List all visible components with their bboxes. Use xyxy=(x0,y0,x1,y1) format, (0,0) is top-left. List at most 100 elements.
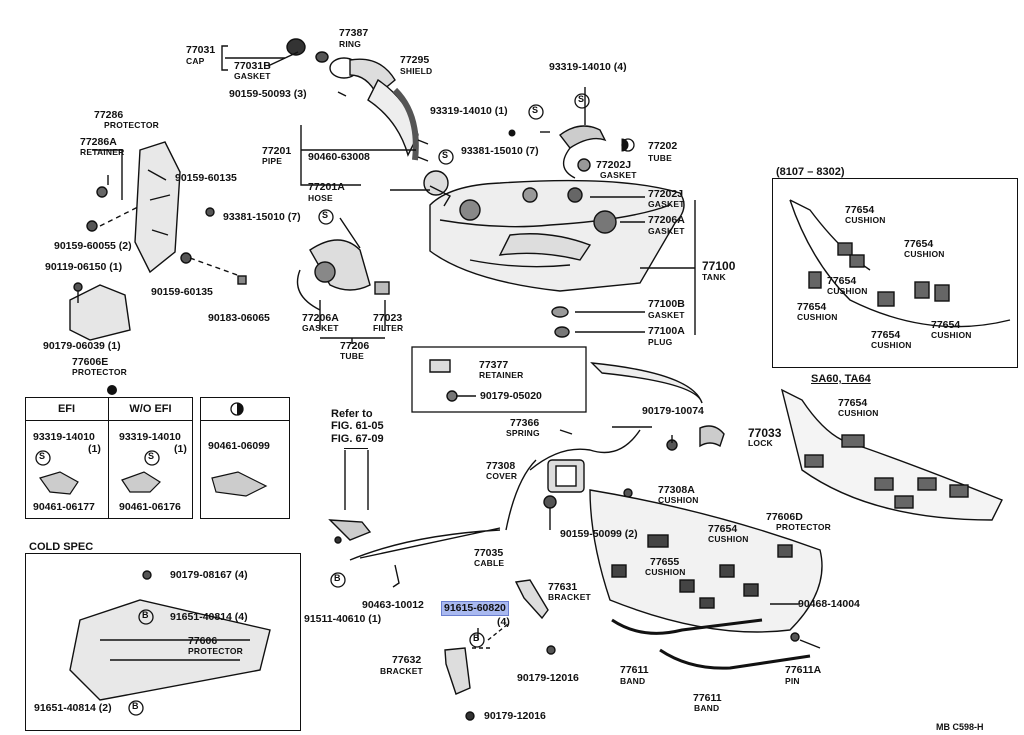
panel-8107-title: (8107 – 8302) xyxy=(776,166,845,178)
label-77308A: 77308A xyxy=(658,484,695,496)
label-77206A-l-name: GASKET xyxy=(302,323,339,333)
label-91615-60820[interactable]: 91615-60820 xyxy=(441,601,509,616)
label-90179-10074: 90179-10074 xyxy=(642,405,704,417)
label-77631-name: BRACKET xyxy=(548,592,591,602)
label-77286A: 77286A xyxy=(80,136,117,148)
label-77308-name: COVER xyxy=(486,471,518,481)
refer-line-1: Refer to xyxy=(331,408,373,420)
label-77654-center: 77654 xyxy=(708,523,738,535)
label-77611-a: 77611 xyxy=(620,664,649,676)
label-91615-60820-qty: (4) xyxy=(497,616,510,628)
label-93319-14010-1: 93319-14010 (1) xyxy=(430,105,508,117)
label-90159-60135-a: 90159-60135 xyxy=(175,172,237,184)
panel-8107-part-1: 77654 xyxy=(845,204,875,216)
label-90468-14004: 90468-14004 xyxy=(798,598,860,610)
label-77100B: 77100B xyxy=(648,298,685,310)
panel-8107-part-3: 77654 xyxy=(827,275,857,287)
woefi-top-qty: (1) xyxy=(174,443,187,455)
label-91651-40814-a: 91651-40814 (4) xyxy=(170,611,248,623)
label-77295-name: SHIELD xyxy=(400,66,433,76)
sym-s-2: S xyxy=(578,94,585,104)
diagram-code: MB C598-H xyxy=(936,722,984,732)
label-77377-name: RETAINER xyxy=(479,370,524,380)
label-77035: 77035 xyxy=(474,547,504,559)
label-77033: 77033 xyxy=(748,426,782,440)
label-77100: 77100 xyxy=(702,259,736,273)
label-90159-60135-b: 90159-60135 xyxy=(151,286,213,298)
efi-third-header-line xyxy=(200,397,290,421)
label-77631: 77631 xyxy=(548,581,578,593)
label-90460-63008: 90460-63008 xyxy=(308,151,370,163)
woefi-bottom-part: 90461-06176 xyxy=(119,501,181,513)
panel-8107-name-2: CUSHION xyxy=(904,249,945,259)
label-77611-b: 77611 xyxy=(693,692,722,704)
cold-spec-title: COLD SPEC xyxy=(29,541,94,553)
label-77295: 77295 xyxy=(400,54,430,66)
label-77201: 77201 xyxy=(262,145,292,157)
label-77655: 77655 xyxy=(650,556,680,568)
label-77606E-name: PROTECTOR xyxy=(72,367,128,377)
third-part: 90461-06099 xyxy=(208,440,270,452)
label-77031B-name: GASKET xyxy=(234,71,271,81)
panel-8107-name-5: CUSHION xyxy=(871,340,912,350)
label-77206A-l: 77206A xyxy=(302,312,339,324)
label-90179-08167: 90179-08167 (4) xyxy=(170,569,248,581)
label-77201A: 77201A xyxy=(308,181,345,193)
panel-8107-part-4: 77654 xyxy=(797,301,827,313)
label-90159-50093: 90159-50093 (3) xyxy=(229,88,307,100)
label-93319-14010-4: 93319-14010 (4) xyxy=(549,61,627,73)
label-77202: 77202 xyxy=(648,140,678,152)
sym-b-1: B xyxy=(334,573,341,583)
label-91511-40610: 91511-40610 (1) xyxy=(304,613,382,625)
label-77606D: 77606D xyxy=(766,511,803,523)
panel-8107-name-4: CUSHION xyxy=(797,312,838,322)
label-77206A-r-name: GASKET xyxy=(648,226,685,236)
label-90159-60055: 90159-60055 (2) xyxy=(54,240,132,252)
label-77033-name: LOCK xyxy=(748,438,773,448)
label-77206: 77206 xyxy=(340,340,370,352)
label-77206-name: TUBE xyxy=(340,351,364,361)
label-77202J-name: GASKET xyxy=(648,199,685,209)
label-77611-a-name: BAND xyxy=(620,676,646,686)
label-77202J: 77202J xyxy=(648,188,684,200)
woefi-top-part: 93319-14010 xyxy=(119,431,181,443)
label-77100A: 77100A xyxy=(648,325,685,337)
panel-8107-name-1: CUSHION xyxy=(845,215,886,225)
refer-bracket xyxy=(344,448,368,449)
panel-sa60-part: 77654 xyxy=(838,397,868,409)
panel-sa60-name: CUSHION xyxy=(838,408,879,418)
panel-8107-part-5: 77654 xyxy=(871,329,901,341)
label-77611A-name: PIN xyxy=(785,676,800,686)
panel-8107-part-2: 77654 xyxy=(904,238,934,250)
label-77611-b-name: BAND xyxy=(694,703,720,713)
label-77611A: 77611A xyxy=(785,664,822,676)
label-93381-15010-a: 93381-15010 (7) xyxy=(461,145,539,157)
refer-line-3: FIG. 67-09 xyxy=(331,433,384,445)
label-93381-15010-b: 93381-15010 (7) xyxy=(223,211,301,223)
label-77031B: 77031B xyxy=(234,60,271,72)
sym-b-2: B xyxy=(473,633,480,643)
sym-b-3: B xyxy=(142,610,149,620)
sym-s-3: S xyxy=(442,150,449,160)
panel-8107-frame xyxy=(772,178,1018,368)
sym-b-4: B xyxy=(132,701,139,711)
label-77654-center-name: CUSHION xyxy=(708,534,749,544)
label-77286A-name: RETAINER xyxy=(80,147,125,157)
panel-8107-part-6: 77654 xyxy=(931,319,961,331)
label-77035-name: CABLE xyxy=(474,558,505,568)
label-77031: 77031 xyxy=(186,44,216,56)
label-90463-10012: 90463-10012 xyxy=(362,599,424,611)
efi-top-part: 93319-14010 xyxy=(33,431,95,443)
panel-8107-name-6: CUSHION xyxy=(931,330,972,340)
label-90119-06150: 90119-06150 (1) xyxy=(45,261,123,273)
label-90179-12016-b: 90179-12016 xyxy=(484,710,546,722)
label-77606E: 77606E xyxy=(72,356,109,368)
label-77632: 77632 xyxy=(392,654,422,666)
efi-col-header: EFI xyxy=(57,403,76,415)
label-77632-name: BRACKET xyxy=(380,666,423,676)
label-77100A-name: PLUG xyxy=(648,337,673,347)
label-90179-05020: 90179-05020 xyxy=(480,390,542,402)
label-77100-name: TANK xyxy=(702,272,726,282)
